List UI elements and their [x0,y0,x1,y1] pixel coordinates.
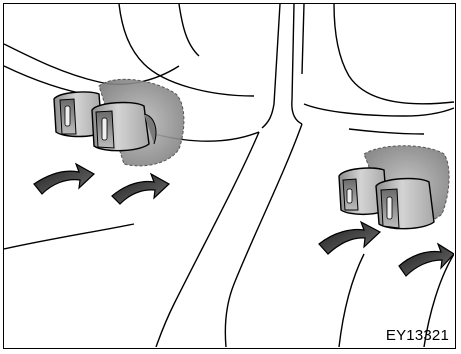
seat-belt-buckle-icon [339,146,449,229]
figure-code: EY13321 [386,327,449,344]
curved-arrow-icon [34,164,94,194]
figure-frame: EY13321 [3,3,456,349]
curved-arrow-icon [319,222,380,254]
seat-belt-buckle-icon [54,79,184,166]
rear-seat-buckle-illustration [4,4,454,347]
curved-arrow-icon [112,174,169,204]
